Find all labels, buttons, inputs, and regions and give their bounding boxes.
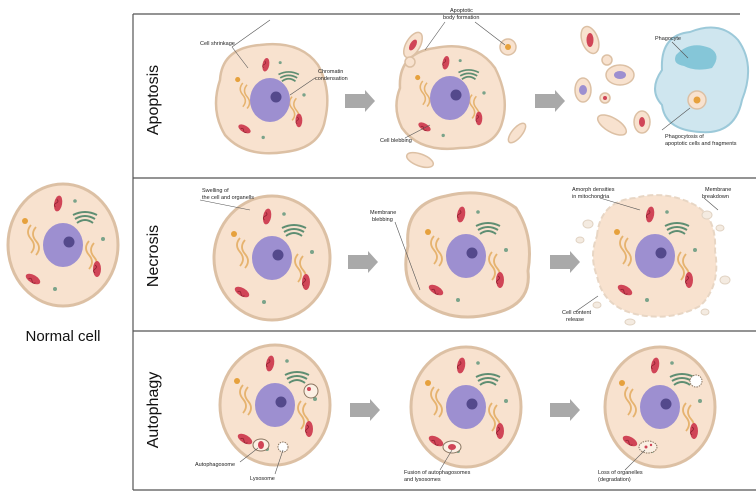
label-membrane-blebbing-2: blebbing bbox=[372, 217, 393, 223]
label-loss-2: (degradation) bbox=[598, 477, 631, 483]
autophagy-stage-2 bbox=[409, 345, 523, 469]
label-apoptotic-body-2: body formation bbox=[443, 15, 479, 21]
arrow-apoptosis-2 bbox=[535, 90, 565, 112]
arrow-autophagy-1 bbox=[350, 399, 380, 421]
label-swelling-1: Swelling of bbox=[202, 188, 229, 194]
autophagy-stage-3 bbox=[603, 345, 717, 469]
label-phagocyte: Phagocyte bbox=[655, 36, 681, 42]
label-autophagosome: Autophagosome bbox=[195, 462, 235, 468]
label-membrane-blebbing-1: Membrane bbox=[370, 210, 396, 216]
necrosis-stage-3 bbox=[592, 194, 718, 318]
label-lysosome: Lysosome bbox=[250, 476, 275, 482]
label-amorph-1: Amorph densities bbox=[572, 187, 615, 193]
label-membrane-breakdown-1: Membrane bbox=[705, 187, 731, 193]
label-loss-1: Loss of organelles bbox=[598, 470, 643, 476]
row-title-necrosis: Necrosis bbox=[145, 225, 162, 287]
row-title-apoptosis: Apoptosis bbox=[145, 65, 162, 135]
label-membrane-breakdown-2: breakdown bbox=[702, 194, 729, 200]
label-content-release-1: Cell content bbox=[562, 310, 592, 316]
necrosis-stage-2 bbox=[404, 191, 531, 319]
label-phagocytosis-2: apoptotic cells and fragments bbox=[665, 141, 737, 147]
arrow-necrosis-2 bbox=[550, 251, 580, 273]
arrow-apoptosis-1 bbox=[345, 90, 375, 112]
normal-cell-label: Normal cell bbox=[25, 328, 100, 345]
necrosis-debris bbox=[575, 210, 731, 326]
label-phagocytosis-1: Phagocytosis of bbox=[665, 134, 704, 140]
label-fusion-2: and lysosomes bbox=[404, 477, 441, 483]
label-cell-blebbing: Cell blebbing bbox=[380, 138, 412, 144]
label-chromatin-1: Chromatin bbox=[318, 69, 343, 75]
label-apoptotic-body-1: Apoptotic bbox=[450, 8, 473, 14]
row-title-autophagy: Autophagy bbox=[145, 372, 162, 449]
diagram-frame bbox=[132, 13, 756, 491]
apoptotic-bodies bbox=[402, 31, 527, 169]
label-chromatin-2: condensation bbox=[315, 76, 348, 82]
necrosis-stage-1 bbox=[212, 194, 332, 322]
apoptosis-stage-2 bbox=[395, 44, 507, 150]
label-fusion-1: Fusion of autophagosomes bbox=[404, 470, 471, 476]
arrow-necrosis-1 bbox=[348, 251, 378, 273]
label-swelling-2: the cell and organells bbox=[202, 195, 254, 201]
arrow-autophagy-2 bbox=[550, 399, 580, 421]
normal-cell bbox=[6, 182, 120, 308]
apoptosis-stage-3 bbox=[574, 25, 750, 136]
label-amorph-2: in mitochondria bbox=[572, 194, 610, 200]
autophagy-stage-1 bbox=[218, 343, 332, 467]
apoptosis-stage-1 bbox=[214, 43, 329, 155]
label-content-release-2: release bbox=[566, 317, 584, 323]
label-cell-shrinkage: Cell shrinkage bbox=[200, 41, 235, 47]
